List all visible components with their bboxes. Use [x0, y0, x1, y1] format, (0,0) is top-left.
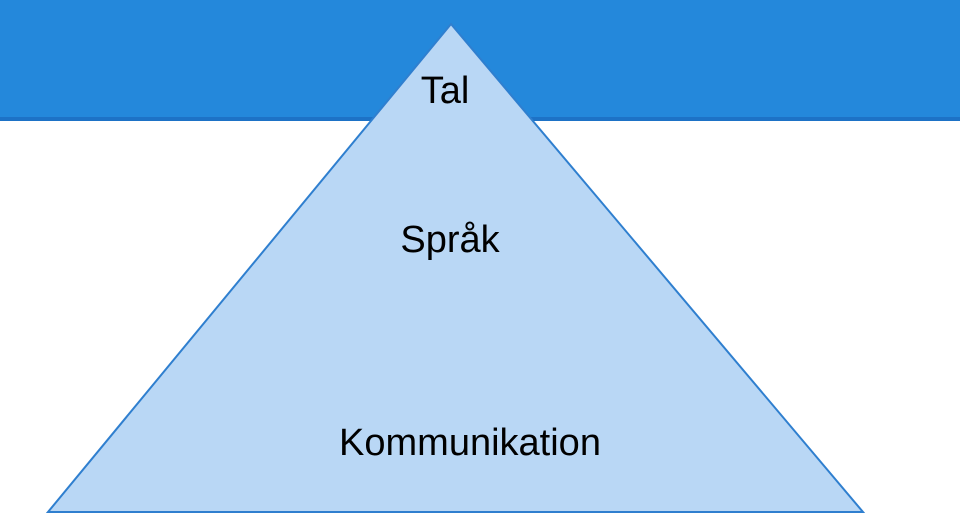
pyramid-level-top-label: Tal — [420, 70, 470, 112]
pyramid-level-middle-label: Språk — [400, 219, 500, 261]
pyramid-triangle — [45, 22, 866, 513]
pyramid-level-bottom-label: Kommunikation — [339, 422, 601, 464]
